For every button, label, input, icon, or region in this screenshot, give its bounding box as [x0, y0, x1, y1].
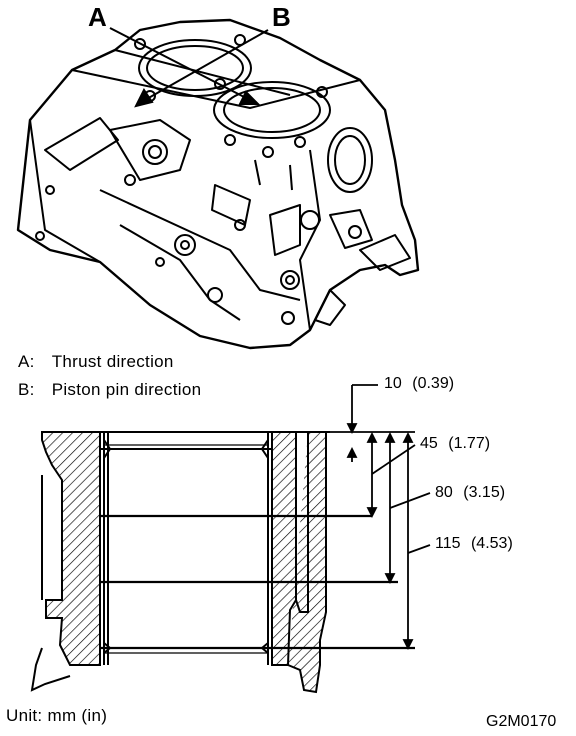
arrow-b-line	[144, 29, 269, 101]
figure-code: G2M0170	[486, 713, 557, 730]
left-wall-section	[41, 431, 101, 666]
callout-a: A	[88, 2, 107, 32]
legend-key-a: A:	[18, 352, 35, 371]
dim-label-10: 10 (0.39)	[384, 375, 454, 393]
cylinder-section	[30, 431, 415, 694]
dim-80-in: (3.15)	[463, 484, 506, 501]
dim-45-in: (1.77)	[448, 435, 491, 452]
dim-80-mm: 80	[435, 484, 453, 501]
dim-label-80: 80 (3.15)	[435, 484, 505, 502]
arrow-b-head	[134, 88, 154, 108]
dim-10-in: (0.39)	[412, 375, 455, 392]
legend-item-a: A: Thrust direction	[18, 352, 174, 372]
direction-arrows	[109, 27, 269, 108]
dim-10-mm: 10	[384, 375, 402, 392]
dim-115-in: (4.53)	[470, 535, 513, 552]
dim-115-mm: 115	[435, 535, 461, 552]
dim-label-45: 45 (1.77)	[420, 435, 490, 453]
arrow-a-line	[109, 27, 251, 101]
legend-text-a: Thrust direction	[51, 352, 174, 371]
arrow-a-head	[238, 90, 261, 105]
dimension-lines	[330, 384, 431, 651]
engine-block-illustration	[16, 18, 420, 350]
legend-text-b: Piston pin direction	[51, 380, 202, 399]
legend-item-b: B: Piston pin direction	[18, 380, 201, 400]
legend-key-b: B:	[18, 380, 35, 399]
callout-b: B	[272, 2, 291, 32]
unit-note: Unit: mm (in)	[6, 706, 108, 725]
dim-label-115: 115 (4.53)	[435, 535, 513, 553]
right-outer-wall	[287, 431, 327, 694]
dim-45-mm: 45	[420, 435, 438, 452]
